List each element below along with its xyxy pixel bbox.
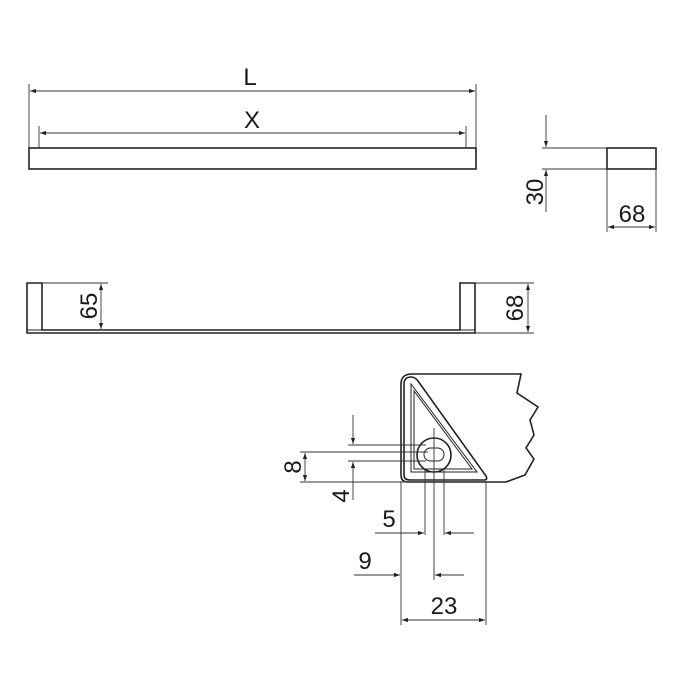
end-view: 30 68 [522,115,657,232]
label-5: 5 [382,506,395,533]
label-30: 30 [522,179,549,206]
label-23: 23 [431,593,458,620]
handle-bar-top [28,147,477,170]
label-68-end: 68 [619,201,646,228]
front-view: 65 68 [26,282,534,334]
label-4: 4 [328,489,355,502]
section-view: 8 4 5 9 23 [280,373,540,625]
handle-front-profile [26,282,476,334]
label-68-front: 68 [502,295,529,322]
label-65: 65 [76,293,103,320]
label-L: L [243,64,256,91]
label-8: 8 [280,460,307,473]
section-outer-profile [400,373,540,483]
top-view: L X [28,64,477,170]
handle-end-profile [606,147,657,170]
label-9: 9 [358,548,371,575]
label-X: X [244,107,260,134]
